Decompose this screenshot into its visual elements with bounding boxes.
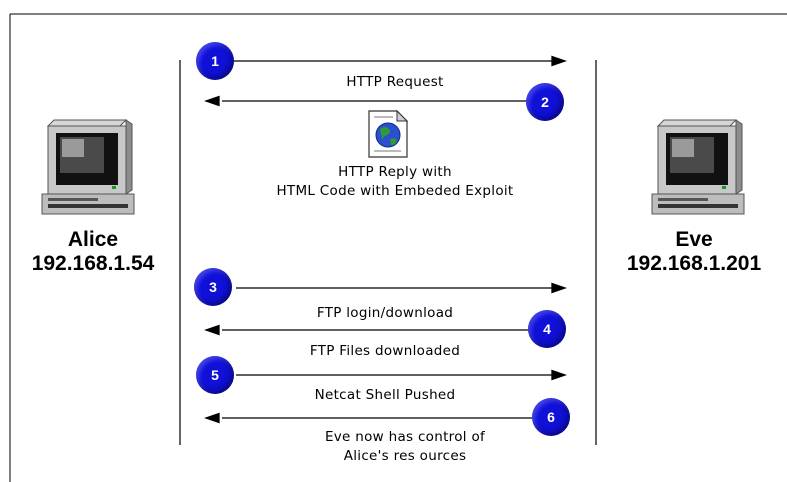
arrow-2 bbox=[204, 95, 530, 107]
msg-http-reply-line2: HTML Code with Embeded Exploit bbox=[276, 183, 514, 199]
eve-name: Eve bbox=[675, 228, 713, 251]
msg-ftp-login: FTP login/download bbox=[316, 305, 454, 321]
alice-computer-icon bbox=[41, 119, 135, 215]
msg-control-line2: Alice's res ources bbox=[343, 448, 467, 464]
alice-label: Alice 192.168.1.54 bbox=[28, 228, 158, 276]
arrow-3 bbox=[236, 282, 567, 294]
msg-ftp-files: FTP Files downloaded bbox=[309, 343, 461, 359]
eve-computer-icon bbox=[651, 119, 745, 215]
msg-http-reply-line1: HTTP Reply with bbox=[338, 164, 452, 180]
alice-ip: 192.168.1.54 bbox=[31, 252, 155, 275]
alice-name: Alice bbox=[67, 228, 119, 251]
step-3-badge: 3 bbox=[194, 268, 232, 306]
arrow-4 bbox=[204, 324, 530, 336]
step-1-badge: 1 bbox=[196, 42, 234, 80]
msg-netcat: Netcat Shell Pushed bbox=[314, 387, 456, 403]
arrow-6 bbox=[204, 412, 535, 424]
arrow-1 bbox=[232, 55, 567, 67]
arrow-5 bbox=[236, 369, 567, 381]
html-document-icon bbox=[368, 109, 409, 158]
msg-control: Eve now has control of Alice's res ource… bbox=[270, 428, 540, 466]
msg-http-reply: HTTP Reply with HTML Code with Embeded E… bbox=[230, 163, 560, 201]
step-5-badge: 5 bbox=[196, 356, 234, 394]
eve-ip: 192.168.1.201 bbox=[626, 252, 762, 275]
msg-http-request: HTTP Request bbox=[346, 74, 444, 90]
step-2-badge: 2 bbox=[526, 83, 564, 121]
msg-control-line1: Eve now has control of bbox=[324, 429, 486, 445]
eve-label: Eve 192.168.1.201 bbox=[614, 228, 774, 276]
step-4-badge: 4 bbox=[528, 310, 566, 348]
step-6-badge: 6 bbox=[532, 398, 570, 436]
